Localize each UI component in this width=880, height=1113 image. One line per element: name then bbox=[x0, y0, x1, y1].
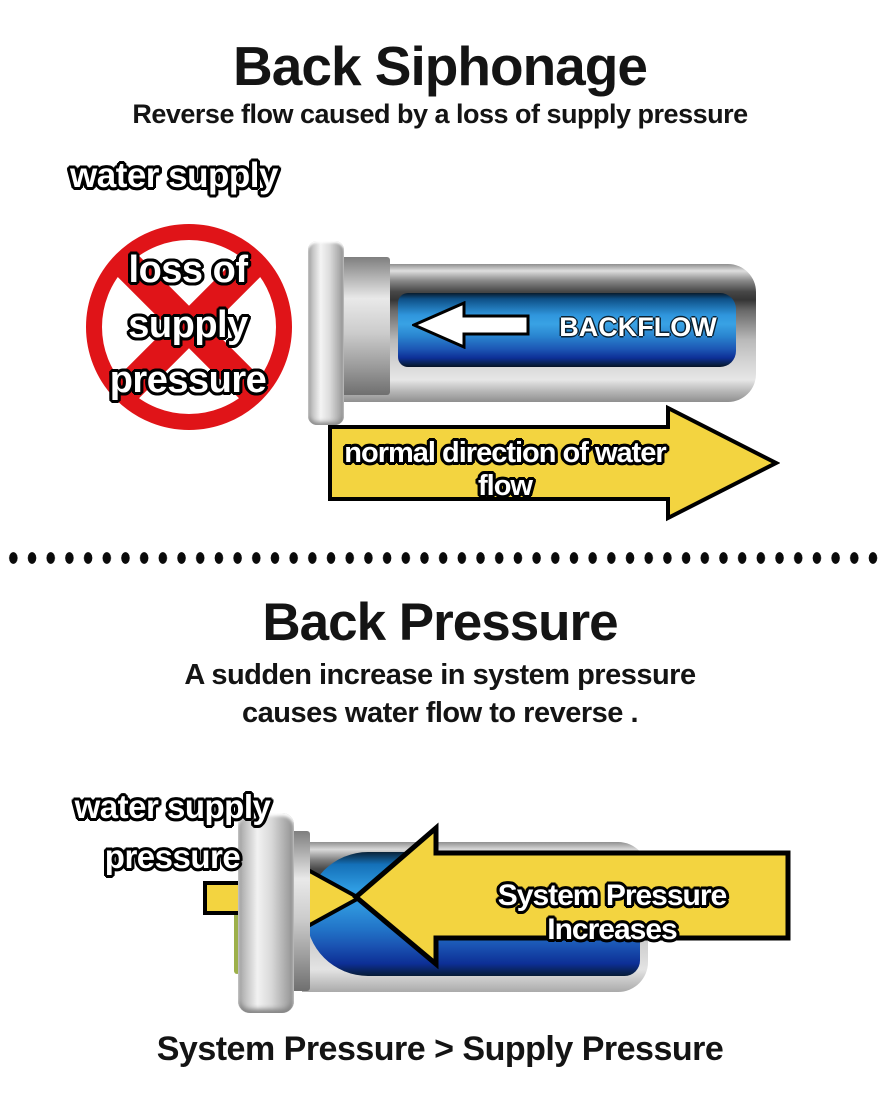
loss-line-1: loss of bbox=[128, 249, 248, 291]
water-supply-pressure-label: water supply pressure bbox=[55, 782, 290, 882]
system-pressure-arrow-icon bbox=[352, 822, 791, 970]
normal-flow-arrow-label: normal direction of water flow bbox=[344, 437, 666, 502]
pipe2-flange bbox=[238, 813, 294, 1013]
pipe1-flange bbox=[308, 241, 344, 425]
subtitle-line-2: causes water flow to reverse . bbox=[241, 697, 639, 729]
back-siphonage-title: Back Siphonage bbox=[233, 35, 648, 97]
back-pressure-subtitle: A sudden increase in system pressure cau… bbox=[0, 656, 880, 732]
system-pressure-arrow-label: System Pressure Increases bbox=[497, 879, 728, 946]
back-pressure-title: Back Pressure bbox=[262, 593, 618, 652]
wsp-line-2: pressure bbox=[104, 838, 241, 875]
no-supply-pressure-icon bbox=[86, 224, 292, 430]
loss-of-supply-pressure-text: loss of supply pressure bbox=[48, 243, 328, 408]
pipe1-collar bbox=[338, 257, 390, 395]
backflow-arrow-icon bbox=[412, 301, 530, 349]
normal-flow-arrow-icon bbox=[328, 404, 780, 522]
dotted-divider bbox=[0, 551, 880, 565]
backflow-label: BACKFLOW bbox=[559, 312, 717, 342]
loss-line-2: supply bbox=[128, 304, 248, 346]
pipe2-gasket-edge bbox=[234, 890, 240, 974]
wsp-line-1: water supply bbox=[74, 788, 271, 825]
water-supply-label: water supply bbox=[70, 156, 278, 195]
loss-line-3: pressure bbox=[109, 359, 267, 401]
pressure-equation: System Pressure > Supply Pressure bbox=[156, 1030, 724, 1068]
back-siphonage-subtitle: Reverse flow caused by a loss of supply … bbox=[132, 99, 748, 129]
subtitle-line-1: A sudden increase in system pressure bbox=[184, 659, 696, 691]
